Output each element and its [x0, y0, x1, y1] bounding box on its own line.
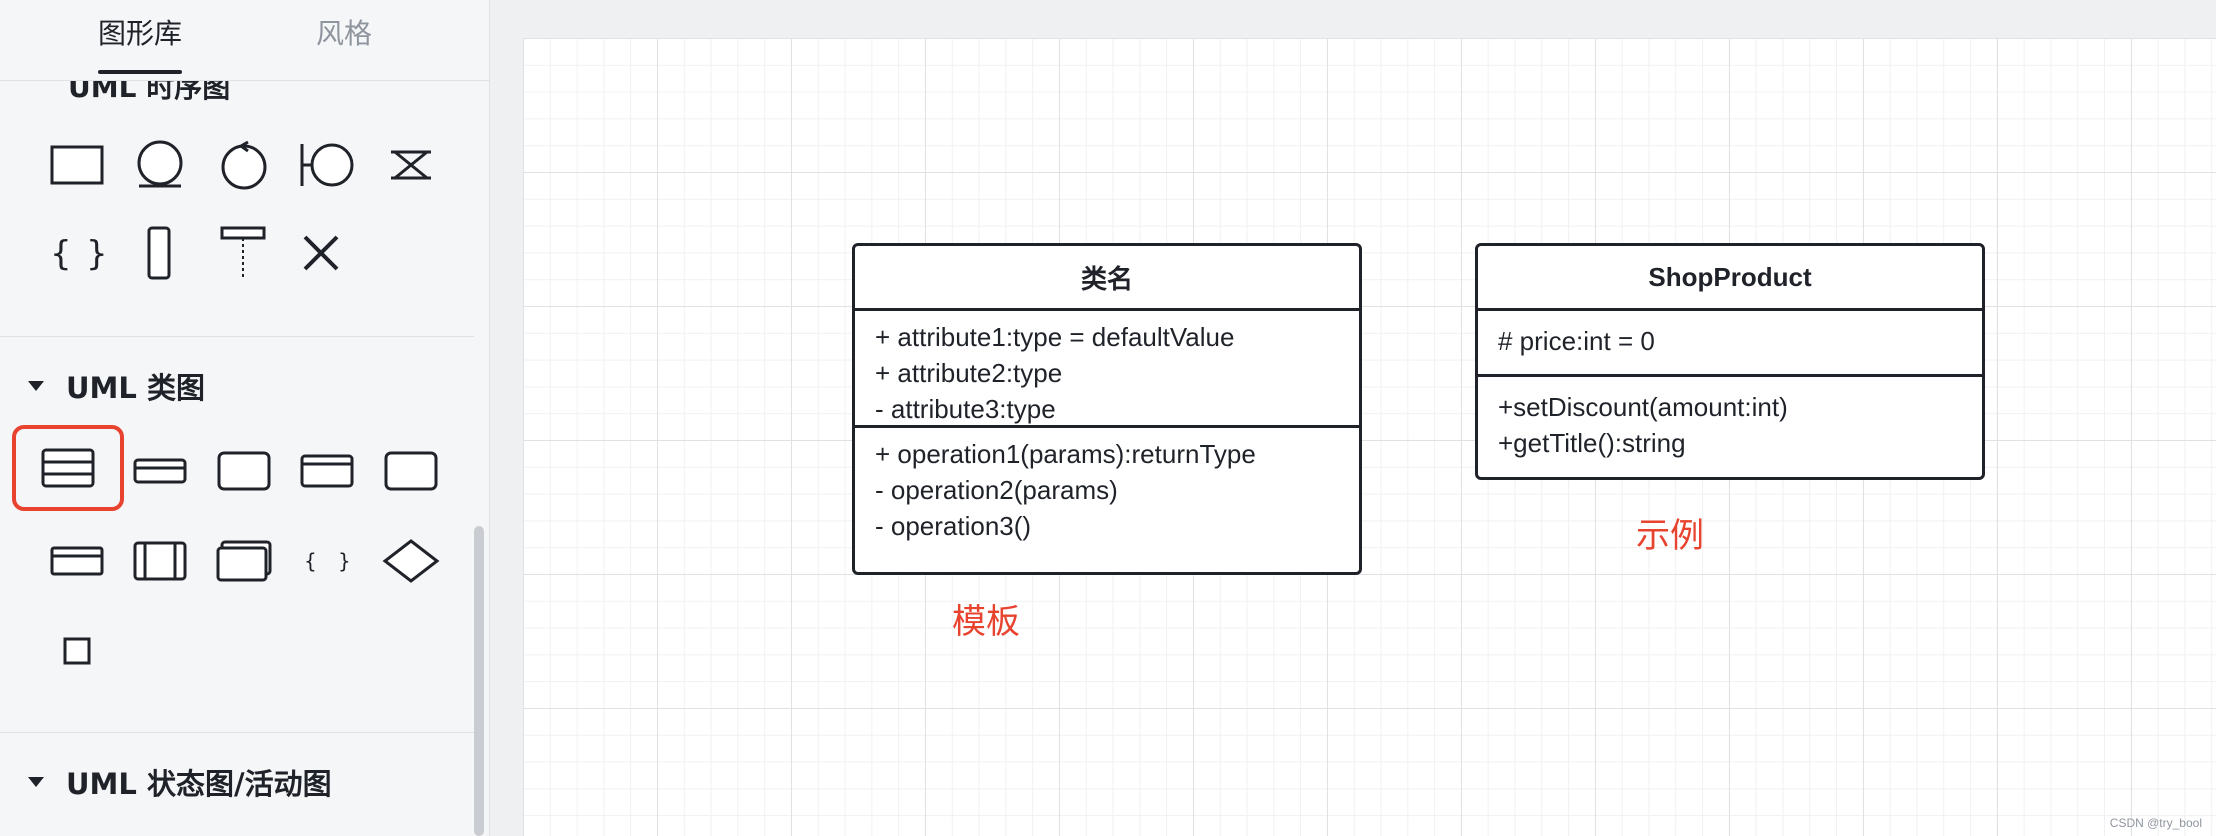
attribute-line: + attribute1:type = defaultValue — [875, 322, 1235, 352]
section-divider — [0, 336, 474, 337]
uml-class-shape[interactable] — [12, 425, 124, 511]
attributes-compartment: + attribute1:type = defaultValue + attri… — [855, 311, 1359, 428]
section-title: UML 类图 — [66, 371, 205, 405]
operation-line: +setDiscount(amount:int) — [1498, 392, 1788, 422]
uml-stacked-shape[interactable] — [207, 524, 281, 598]
class-name: ShopProduct — [1478, 246, 1982, 311]
uml-class-header-shape[interactable] — [123, 434, 197, 508]
square-icon — [63, 637, 91, 665]
attributes-compartment: # price:int = 0 — [1478, 311, 1982, 377]
rectangle-icon — [50, 145, 104, 185]
operation-line: + operation1(params):returnType — [875, 439, 1256, 469]
collapse-caret-icon — [28, 381, 44, 391]
sequence-destroy-frame-shape[interactable] — [374, 128, 448, 202]
sequence-lifeline-shape[interactable] — [207, 216, 281, 290]
uml-diamond-shape[interactable] — [374, 524, 448, 598]
process-box-icon — [133, 541, 187, 581]
operation-line: - operation2(params) — [875, 475, 1118, 505]
stacked-box-icon — [216, 540, 272, 582]
example-annotation: 示例 — [1636, 516, 1704, 556]
uml-section-shape[interactable] — [40, 524, 114, 598]
collapse-caret-icon — [28, 777, 44, 787]
uml-class-example[interactable]: ShopProduct # price:int = 0 +setDiscount… — [1475, 243, 1985, 480]
svg-text:}: } — [338, 549, 351, 573]
uml-object-shape[interactable] — [374, 434, 448, 508]
braces-icon: {} — [304, 549, 351, 573]
section-header-uml-class[interactable]: UML 类图 — [28, 366, 205, 406]
sequence-destroy-shape[interactable] — [284, 216, 358, 290]
rounded-box-icon — [217, 451, 271, 491]
attribute-line: + attribute2:type — [875, 358, 1063, 388]
uml-container-shape[interactable] — [290, 434, 364, 508]
uml-interface-shape[interactable] — [207, 434, 281, 508]
attribute-line: - attribute3:type — [875, 394, 1056, 424]
braces-icon: {} — [50, 234, 108, 274]
hourglass-icon — [391, 150, 431, 180]
boundary-icon — [300, 143, 354, 187]
template-annotation: 模板 — [952, 602, 1020, 642]
operation-line: +getTitle():string — [1498, 428, 1686, 458]
section-header-uml-state-activity[interactable]: UML 状态图/活动图 — [28, 762, 332, 802]
tab-style[interactable]: 风格 — [316, 17, 373, 50]
tab-shape-library[interactable]: 图形库 — [98, 17, 183, 50]
sequence-braces-shape[interactable]: {} — [40, 216, 114, 290]
close-x-icon — [303, 235, 339, 271]
section-box-icon — [50, 546, 104, 576]
diagram-canvas[interactable]: 类名 + attribute1:type = defaultValue + at… — [523, 38, 2216, 836]
svg-text:}: } — [86, 234, 108, 274]
header-box-icon — [133, 458, 187, 484]
uml-process-shape[interactable] — [123, 524, 197, 598]
sequence-boundary-shape[interactable] — [290, 128, 364, 202]
svg-text:{: { — [304, 549, 317, 573]
sidebar-tabs: 图形库 风格 — [0, 0, 489, 81]
container-box-icon — [300, 454, 354, 488]
class-name: 类名 — [855, 246, 1359, 311]
watermark: CSDN @try_bool — [2109, 816, 2202, 830]
control-icon — [221, 140, 267, 190]
operations-compartment: + operation1(params):returnType - operat… — [855, 428, 1359, 550]
sequence-activation-shape[interactable] — [123, 216, 197, 290]
uml-small-square-shape[interactable] — [40, 614, 114, 688]
diamond-icon — [382, 539, 440, 583]
sequence-rectangle-shape[interactable] — [40, 128, 114, 202]
operations-compartment: +setDiscount(amount:int) +getTitle():str… — [1478, 377, 1982, 467]
svg-text:{: { — [50, 234, 72, 274]
object-box-icon — [384, 451, 438, 491]
section-divider — [0, 732, 474, 733]
uml-braces-shape[interactable]: {} — [290, 524, 364, 598]
attribute-line: # price:int = 0 — [1498, 326, 1655, 356]
sequence-control-shape[interactable] — [207, 128, 281, 202]
section-title: UML 状态图/活动图 — [66, 767, 332, 801]
uml-class-template[interactable]: 类名 + attribute1:type = defaultValue + at… — [852, 243, 1362, 575]
lifeline-icon — [220, 226, 266, 280]
sequence-entity-shape[interactable] — [123, 128, 197, 202]
sidebar-scrollbar[interactable] — [474, 526, 484, 836]
operation-line: - operation3() — [875, 511, 1032, 541]
shape-library-sidebar: UML 时序图 图形库 风格 {} UML 类图 — [0, 0, 490, 836]
class-box-icon — [41, 448, 95, 488]
activation-bar-icon — [147, 226, 171, 280]
active-tab-indicator — [98, 70, 182, 74]
entity-icon — [137, 140, 183, 188]
